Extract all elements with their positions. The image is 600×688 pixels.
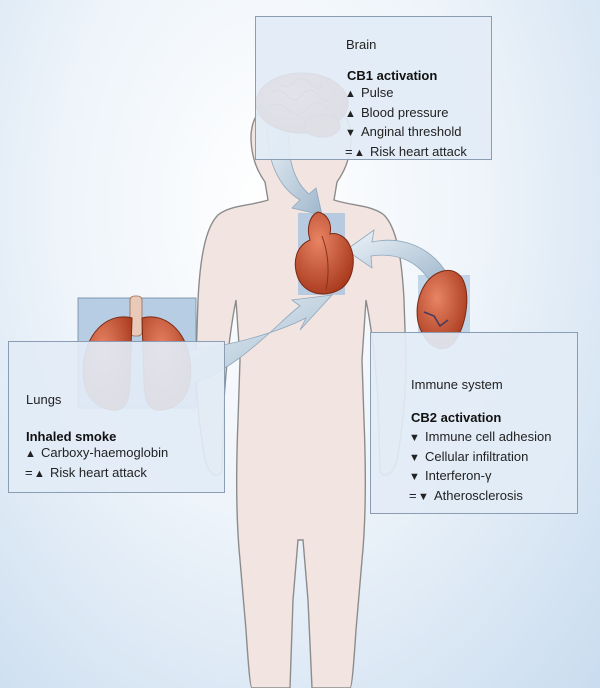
panel-heading: CB2 activation	[411, 410, 502, 425]
lungs-panel: Lungs Inhaled smoke ▲Carboxy-haemoglobin…	[8, 341, 225, 493]
list-item: =▲Risk heart attack	[345, 143, 467, 163]
list-item: ▲Pulse	[345, 84, 467, 104]
panel-heading: CB1 activation	[347, 68, 438, 83]
human-body-silhouette	[195, 92, 407, 688]
panel-title: Immune system	[411, 377, 503, 392]
equals-sign: =	[25, 464, 33, 480]
up-arrow-icon: ▲	[354, 146, 365, 159]
list-item: =▲Risk heart attack	[25, 464, 168, 484]
list-item: ▼Anginal threshold	[345, 123, 467, 143]
up-arrow-icon: ▲	[345, 88, 356, 100]
immune-panel: Immune system CB2 activation ▼Immune cel…	[370, 332, 578, 514]
up-arrow-icon: ▲	[345, 107, 356, 120]
equals-sign: =	[345, 143, 353, 159]
list-item: =▼Atherosclerosis	[409, 487, 551, 507]
immune-effects-list: ▼Immune cell adhesion ▼Cellular infiltra…	[409, 428, 551, 506]
up-arrow-icon: ▲	[25, 448, 36, 460]
down-arrow-icon: ▼	[409, 471, 420, 483]
list-item: ▼Interferon-γ	[409, 467, 551, 487]
lungs-effects-list: ▲Carboxy-haemoglobin =▲Risk heart attack	[25, 444, 168, 483]
list-item: ▲Blood pressure	[345, 104, 467, 124]
up-arrow-icon: ▲	[34, 467, 45, 480]
panel-title: Brain	[346, 37, 377, 52]
heart-organ	[294, 211, 354, 295]
panel-heading: Inhaled smoke	[26, 429, 117, 444]
down-arrow-icon: ▼	[409, 451, 420, 464]
down-arrow-icon: ▼	[409, 432, 420, 444]
list-item: ▼Cellular infiltration	[409, 448, 551, 468]
brain-panel: Brain CB1 activation ▲Pulse ▲Blood press…	[255, 16, 492, 160]
list-item: ▲Carboxy-haemoglobin	[25, 444, 168, 464]
list-item: ▼Immune cell adhesion	[409, 428, 551, 448]
down-arrow-icon: ▼	[418, 490, 429, 503]
down-arrow-icon: ▼	[345, 127, 356, 139]
brain-effects-list: ▲Pulse ▲Blood pressure ▼Anginal threshol…	[345, 84, 467, 162]
panel-title: Lungs	[26, 392, 62, 407]
equals-sign: =	[409, 487, 417, 503]
